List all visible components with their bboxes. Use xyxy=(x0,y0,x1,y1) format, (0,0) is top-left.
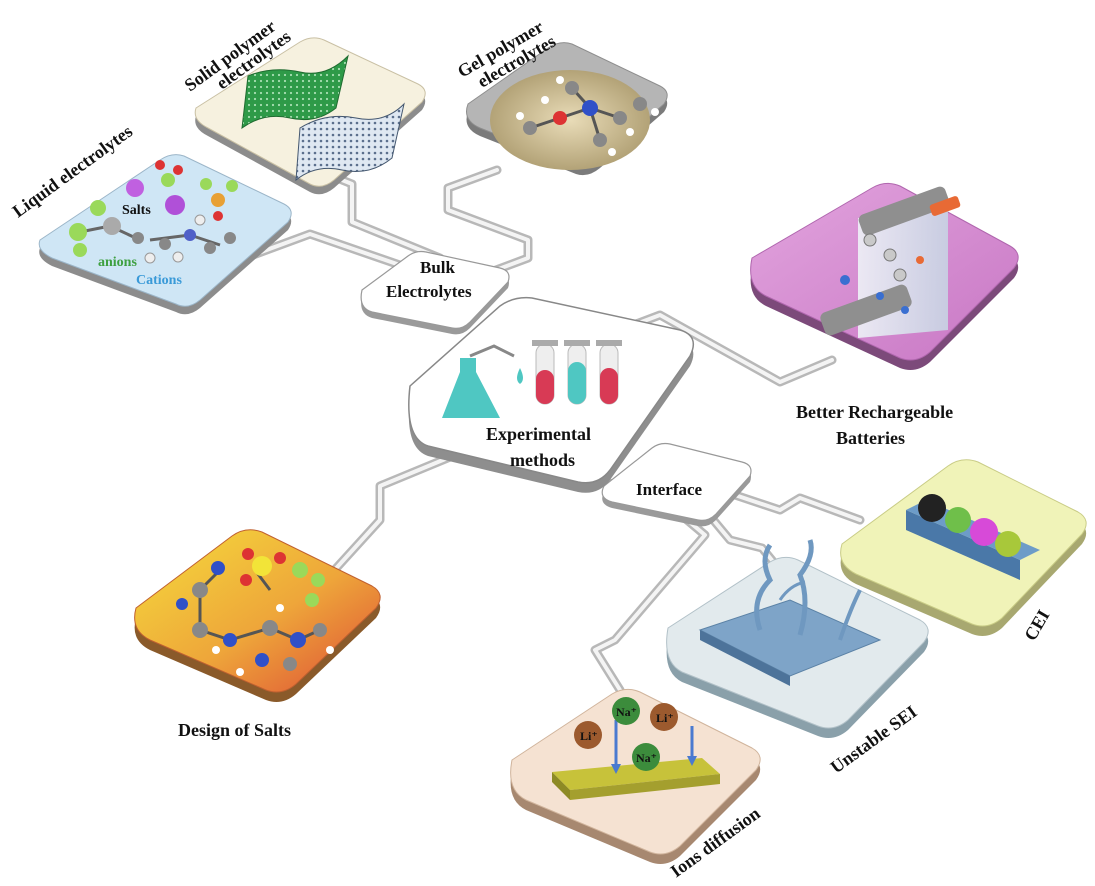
salts-tile-face xyxy=(134,529,381,693)
ion-na-2-label: Na⁺ xyxy=(636,751,657,765)
ion-na-1-icon xyxy=(612,697,640,725)
ion-li-1-label: Li⁺ xyxy=(580,729,598,743)
sei-dendrite-icon xyxy=(698,539,882,686)
gel-droplet xyxy=(490,70,650,170)
cei-electrode-icon xyxy=(906,494,1040,580)
battery-cylinder-icon xyxy=(820,186,961,338)
interface-label: Interface xyxy=(636,480,703,499)
interface-box[interactable]: Interface xyxy=(601,442,752,527)
center-label-line2: methods xyxy=(510,450,575,470)
liquid-tile-face xyxy=(38,154,292,307)
cei-title: CEI xyxy=(1020,606,1053,644)
battery-title-line1: Better Rechargeable xyxy=(796,402,953,422)
ions-slab-icon xyxy=(552,720,720,800)
center-label-line1: Experimental xyxy=(486,424,591,444)
salts-molecule-icon xyxy=(176,548,334,676)
tile-unstable-sei: Unstable SEI xyxy=(666,539,929,777)
ion-li-1-icon xyxy=(574,721,602,749)
ion-li-2-label: Li⁺ xyxy=(656,711,674,725)
tile-batteries: Better Rechargeable Batteries xyxy=(750,182,1019,448)
tile-ions-diffusion: Li⁺ Na⁺ Li⁺ Na⁺ Ions diffusion xyxy=(510,688,764,881)
bulk-label-line1: Bulk xyxy=(420,258,456,277)
tile-cei: CEI xyxy=(840,459,1087,644)
ion-na-2-icon xyxy=(632,743,660,771)
liquid-salts-label: Salts xyxy=(122,203,151,218)
tile-gel-polymer: Gel polymer electrolytes xyxy=(454,16,668,176)
solid-green-membrane-icon xyxy=(241,54,349,130)
experimental-methods-center[interactable]: Experimental methods xyxy=(408,296,695,493)
tile-solid-polymer: Solid polymer electrolytes xyxy=(181,16,426,195)
liquid-cations-label: Cations xyxy=(136,273,182,288)
bulk-electrolytes-box[interactable]: Bulk Electrolytes xyxy=(360,250,510,335)
gel-molecule-icon xyxy=(516,76,659,156)
liquid-anions-label: anions xyxy=(98,255,137,270)
tile-design-of-salts: Design of Salts xyxy=(134,529,381,740)
liquid-molecules-icon xyxy=(69,160,238,264)
bulk-label-line2: Electrolytes xyxy=(386,282,472,301)
salts-title: Design of Salts xyxy=(178,720,291,740)
lab-glassware-icon xyxy=(442,340,622,418)
solid-blue-membrane-icon xyxy=(295,102,405,182)
battery-title-line2: Batteries xyxy=(836,428,905,448)
ion-li-2-icon xyxy=(650,703,678,731)
ion-na-1-label: Na⁺ xyxy=(616,705,637,719)
